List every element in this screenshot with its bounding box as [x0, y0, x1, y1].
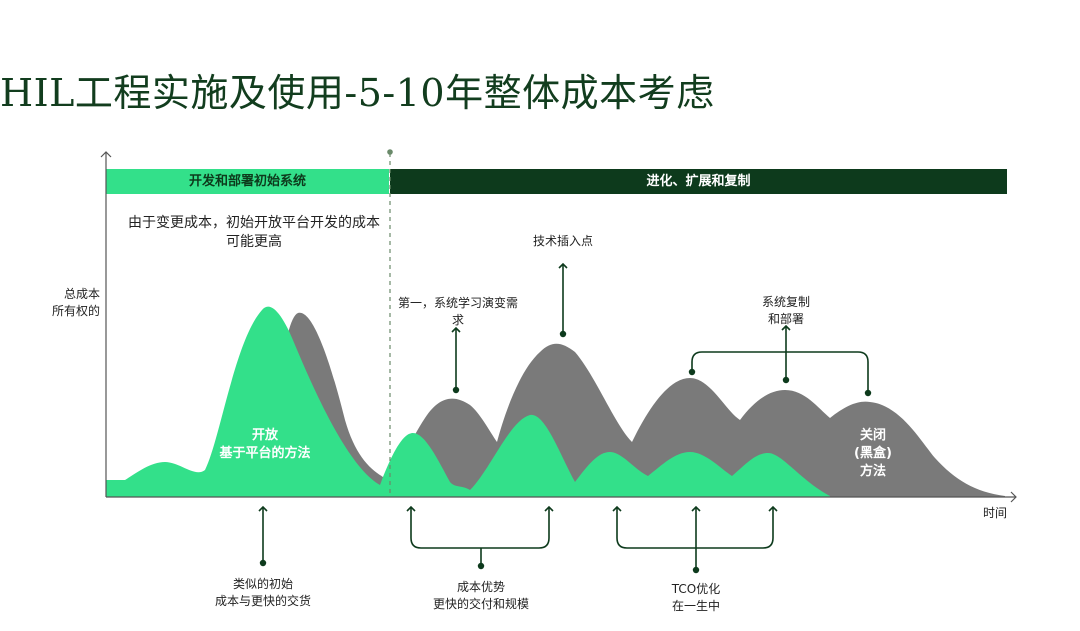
bottom-callout-tco	[612, 505, 778, 574]
y-axis-label: 总成本 所有权的	[51, 287, 100, 318]
closed-approach-curve	[270, 312, 1005, 497]
bottom-callout-advantage	[406, 505, 554, 570]
phase-band-evolution: 进化、扩展和复制	[390, 169, 1007, 194]
note-replication: 系统复制 和部署	[761, 295, 810, 326]
bottom-callout-similar	[258, 505, 268, 567]
callout-replication	[688, 324, 872, 397]
note-tech-insertion: 技术插入点	[532, 234, 593, 248]
phase-divider-dot	[387, 149, 393, 155]
phase-band-initial: 开发和部署初始系统	[106, 169, 389, 194]
open-approach-curve	[106, 306, 830, 497]
callout-first-learning	[451, 326, 461, 394]
callout-tech-insertion	[558, 262, 568, 338]
note-first-learning: 第一，系统学习演变需 求	[397, 296, 518, 327]
bottom-label-tco: TCO优化 在一生中	[671, 582, 721, 613]
bottom-label-advantage: 成本优势 更快的交付和规模	[432, 580, 529, 611]
closed-approach-label: 关闭 (黑盒) 方法	[854, 428, 892, 479]
page-title: HIL工程实施及使用-5-10年整体成本考虑	[0, 71, 715, 115]
open-approach-label: 开放 基于平台的方法	[219, 428, 311, 461]
x-axis-label: 时间	[982, 506, 1007, 520]
bottom-label-similar: 类似的初始 成本与更快的交货	[214, 577, 311, 608]
note-open-cost: 由于变更成本，初始开放平台开发的成本 可能更高	[128, 215, 380, 250]
